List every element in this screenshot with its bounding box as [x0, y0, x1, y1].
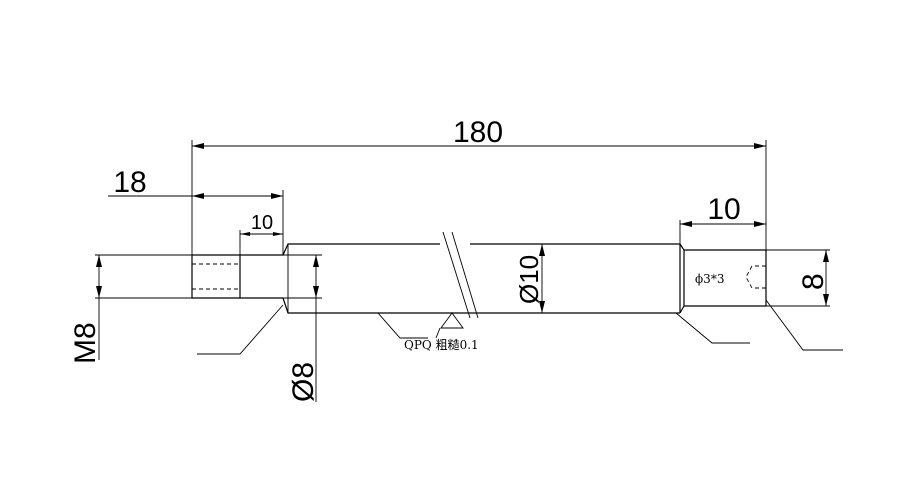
- hole-note: ϕ3*3: [695, 272, 724, 286]
- dim-thread-length-label: 18: [113, 166, 146, 199]
- dim-thread-sub-length: 10: [240, 212, 283, 236]
- dim-overall-length: 180: [192, 116, 766, 149]
- dim-overall-length-label: 180: [453, 116, 503, 149]
- extension-lines: [95, 140, 830, 307]
- dim-end-diameter: 8: [797, 250, 830, 306]
- dim-end-diameter-label: 8: [797, 273, 830, 290]
- dim-body-diameter: Ø10: [514, 244, 545, 313]
- surface-finish-note: QPQ 粗糙0.1: [404, 338, 479, 352]
- dim-body-diameter-label: Ø10: [514, 255, 544, 304]
- dim-thread-size-label: M8: [69, 322, 102, 364]
- surface-finish: QPQ 粗糙0.1: [404, 312, 479, 352]
- dim-neck-diameter: Ø8: [283, 254, 322, 402]
- dim-neck-diameter-label: Ø8: [287, 362, 320, 402]
- shaft-outline: [191, 231, 767, 319]
- dim-end-length: 10: [680, 193, 766, 227]
- dim-thread-length: 18: [108, 166, 283, 199]
- dim-thread-size: M8: [69, 255, 102, 364]
- dim-thread-sub-length-label: 10: [251, 212, 273, 234]
- dim-end-length-label: 10: [707, 193, 740, 226]
- leader-lines: [197, 299, 843, 355]
